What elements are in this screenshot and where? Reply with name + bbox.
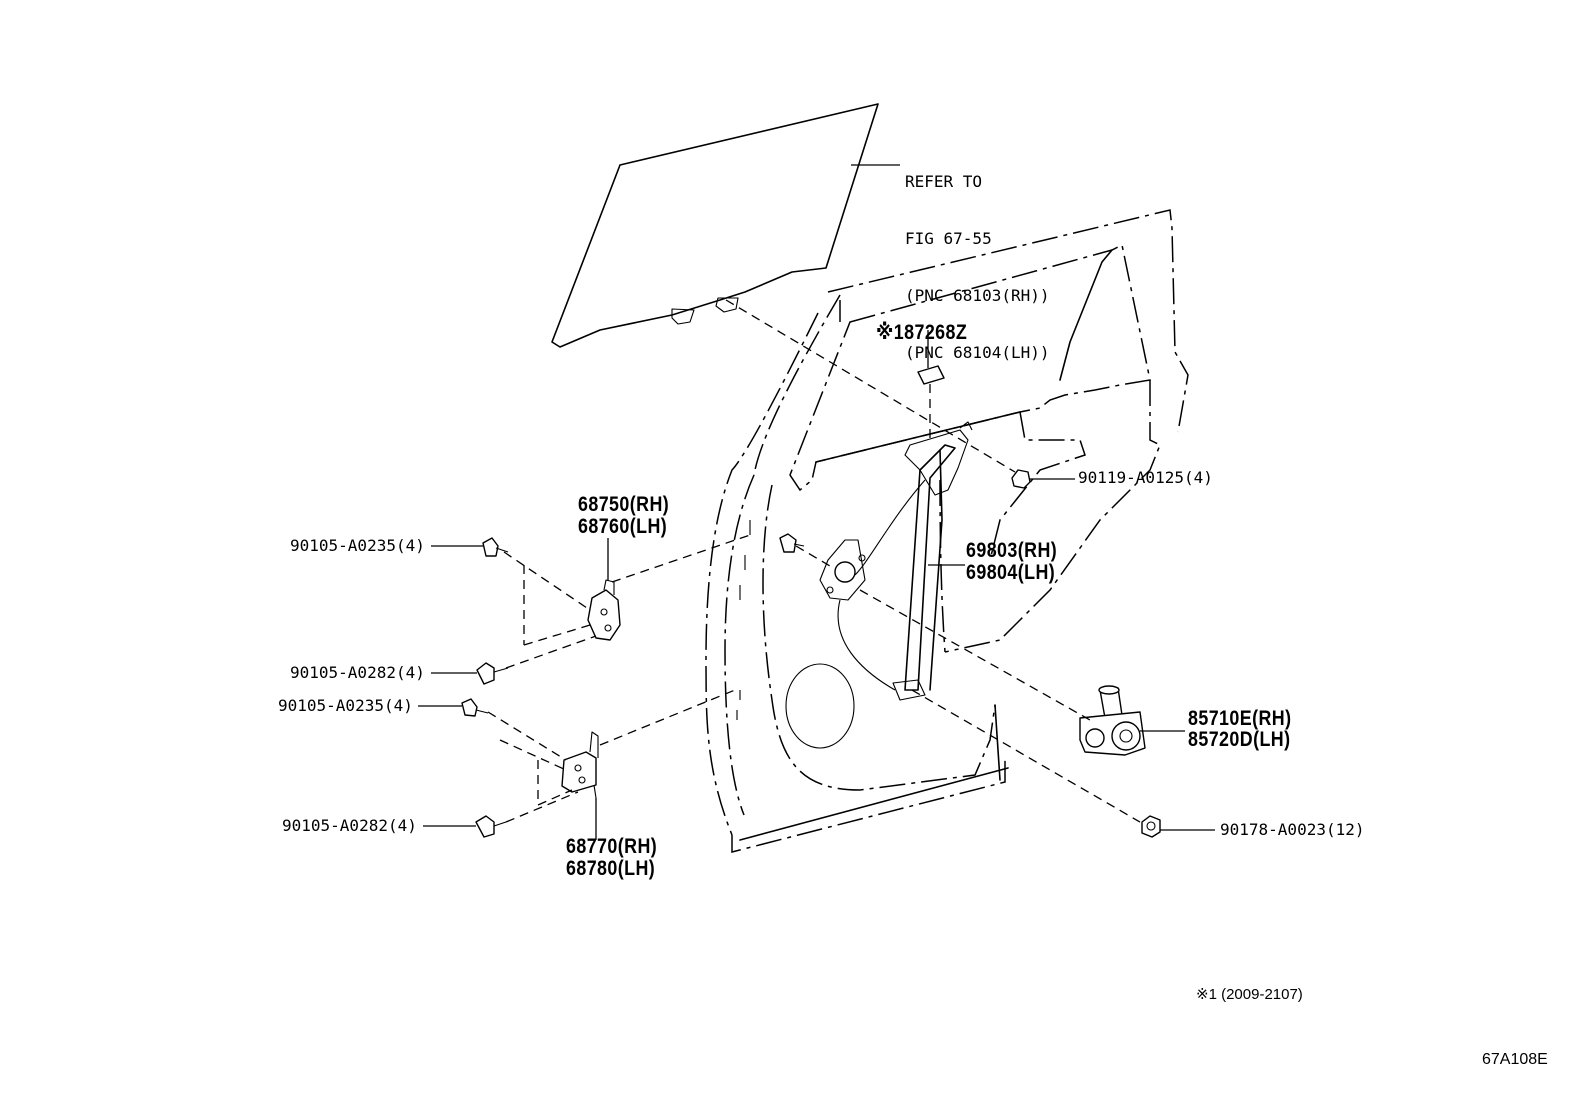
reference-line-1: REFER TO	[905, 172, 983, 191]
reference-line-2: FIG 67-55	[905, 229, 992, 248]
figure-code: 67A108E	[1482, 1051, 1548, 1068]
regulator-motor	[1079, 685, 1185, 756]
label-69803-rh: 69803(RH)	[966, 539, 1058, 562]
assembly-lines	[487, 299, 1141, 823]
label-90105-a0235-lower: 90105-A0235(4)	[278, 696, 413, 715]
bolt-90119	[1011, 469, 1075, 489]
label-90105-a0282-lower: 90105-A0282(4)	[282, 816, 417, 835]
footnote: ※1 (2009-2107)	[1196, 986, 1303, 1003]
label-90119-a0125: 90119-A0125(4)	[1078, 468, 1213, 487]
label-85720d-lh: 85720D(LH)	[1188, 728, 1291, 751]
bolt-regulator	[779, 533, 805, 553]
label-68760-lh: 68760(LH)	[578, 515, 668, 538]
hinge-bolts	[418, 537, 509, 838]
label-68750-rh: 68750(RH)	[578, 493, 670, 516]
nut-90178	[1141, 815, 1215, 838]
door-glass	[551, 103, 900, 348]
label-90178-a0023: 90178-A0023(12)	[1220, 820, 1365, 839]
label-68780-lh: 68780(LH)	[566, 857, 656, 880]
reference-line-3: (PNC 68103(RH))	[905, 286, 1050, 305]
label-69804-lh: 69804(LH)	[966, 561, 1056, 584]
upper-hinge	[587, 538, 621, 641]
label-68770-rh: 68770(RH)	[566, 835, 658, 858]
reference-note: REFER TO FIG 67-55 (PNC 68103(RH)) (PNC …	[905, 134, 1050, 381]
lower-hinge	[561, 731, 599, 840]
reference-line-4: (PNC 68104(LH))	[905, 343, 1050, 362]
label-90105-a0282-upper: 90105-A0282(4)	[290, 663, 425, 682]
window-regulator	[819, 330, 973, 701]
label-90105-a0235-upper: 90105-A0235(4)	[290, 536, 425, 555]
label-85710e-rh: 85710E(RH)	[1188, 707, 1292, 730]
label-87268z: ※187268Z	[876, 321, 968, 344]
door-panel	[705, 209, 1189, 853]
